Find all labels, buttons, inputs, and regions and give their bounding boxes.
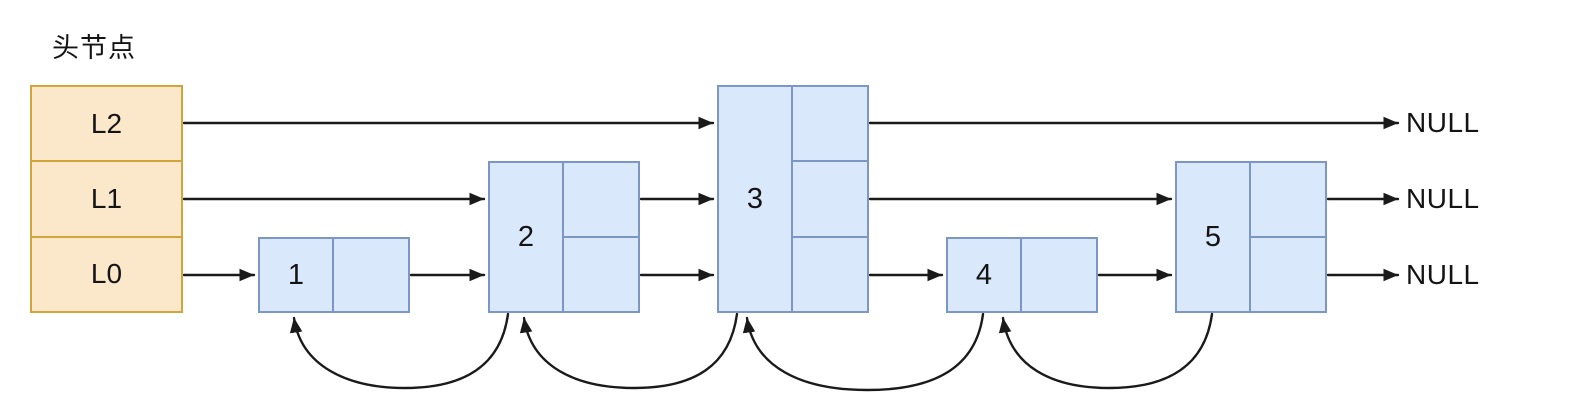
node-4-pointer-column (1022, 239, 1096, 311)
node-5-pointer-column (1251, 163, 1325, 311)
null-terminal-l2: NULL (1406, 107, 1480, 138)
head-node: L2 L1 L0 (30, 85, 183, 313)
node-3-value: 3 (746, 182, 764, 215)
node-1-pointer-cell-l0 (334, 239, 408, 311)
null-terminal-l0: NULL (1406, 259, 1480, 290)
head-level-l1-label: L1 (90, 182, 123, 214)
node-5-value-cell: 5 (1177, 163, 1251, 311)
node-1-value: 1 (287, 258, 305, 291)
node-3: 3 (717, 85, 869, 313)
arrow-3-to-2-back (519, 312, 739, 390)
head-level-l2-label: L2 (90, 107, 123, 139)
node-2-value-cell: 2 (490, 163, 564, 311)
node-3-pointer-column (793, 87, 867, 311)
arrow-4-to-3-back (742, 312, 985, 392)
node-2-pointer-cell-l0 (564, 236, 638, 311)
node-5-pointer-cell-l0 (1251, 236, 1325, 311)
node-2-pointer-column (564, 163, 638, 311)
node-3-pointer-cell-l1 (793, 160, 867, 235)
node-1-pointer-column (334, 239, 408, 311)
arrow-5-to-4-back (998, 312, 1214, 390)
node-5: 5 (1175, 161, 1327, 313)
node-2-value: 2 (517, 220, 535, 253)
node-3-pointer-cell-l2 (793, 87, 867, 160)
arrow-2-to-1-back (289, 312, 510, 390)
head-level-l2: L2 (32, 87, 181, 160)
head-level-l0-label: L0 (90, 258, 123, 290)
node-4: 4 (946, 237, 1098, 313)
head-level-l0: L0 (32, 235, 181, 311)
backward-pointer-arrows (289, 312, 1214, 392)
node-2-pointer-cell-l1 (564, 163, 638, 236)
node-4-value: 4 (975, 258, 993, 291)
head-node-label: 头节点 (52, 33, 136, 63)
node-2: 2 (488, 161, 640, 313)
node-1: 1 (258, 237, 410, 313)
node-3-pointer-cell-l0 (793, 235, 867, 311)
node-3-value-cell: 3 (719, 87, 793, 311)
node-5-pointer-cell-l1 (1251, 163, 1325, 236)
node-4-value-cell: 4 (948, 239, 1022, 311)
node-1-value-cell: 1 (260, 239, 334, 311)
node-5-value: 5 (1204, 220, 1222, 253)
head-level-l1: L1 (32, 160, 181, 235)
node-4-pointer-cell-l0 (1022, 239, 1096, 311)
null-terminal-l1: NULL (1406, 183, 1480, 214)
